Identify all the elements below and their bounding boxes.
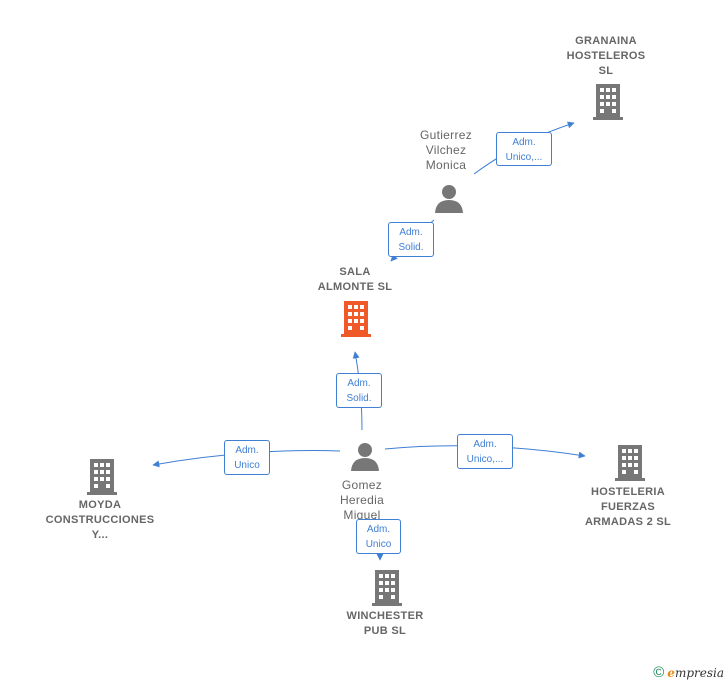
building-icon[interactable] bbox=[592, 84, 624, 120]
edge-label-line: Solid. bbox=[346, 393, 372, 404]
edge-label-line: Adm. bbox=[235, 445, 259, 456]
edge-label-gutierrez-granaina[interactable]: Adm. Unico,... bbox=[496, 132, 552, 166]
node-label-line: SL bbox=[598, 65, 614, 77]
node-label-line: Gomez bbox=[341, 478, 383, 492]
footer-brand[interactable]: ©empresia bbox=[653, 664, 724, 681]
edge-label-line: Unico bbox=[365, 539, 392, 550]
node-label: WINCHESTER PUB SL bbox=[335, 609, 435, 639]
edge-label-gomez-moyda[interactable]: Adm. Unico bbox=[224, 440, 270, 475]
node-label-line: SALA bbox=[339, 266, 371, 278]
edge-label-line: Adm. bbox=[347, 378, 371, 389]
edge-label-line: Solid. bbox=[398, 242, 424, 253]
edge-label-line: Adm. bbox=[512, 137, 536, 148]
building-icon[interactable] bbox=[614, 445, 646, 481]
node-label-line: ARMADAS 2 SL bbox=[584, 516, 672, 528]
node-gomez[interactable]: Gomez Heredia Miguel bbox=[312, 478, 412, 523]
node-label: HOSTELERIA FUERZAS ARMADAS 2 SL bbox=[572, 485, 684, 530]
building-icon[interactable] bbox=[86, 459, 118, 495]
node-label-line: CONSTRUCCIONES bbox=[45, 514, 155, 526]
edge-label-line: Adm. bbox=[473, 439, 497, 450]
brand-logo: empresia bbox=[667, 666, 724, 680]
node-label-line: FUERZAS bbox=[600, 501, 656, 513]
node-label-line: MOYDA bbox=[78, 499, 122, 511]
edge-label-gomez-winchester[interactable]: Adm. Unico bbox=[356, 519, 401, 554]
node-sala-almonte[interactable]: SALA ALMONTE SL bbox=[300, 265, 410, 295]
node-label: MOYDA CONSTRUCCIONES Y... bbox=[35, 498, 165, 543]
node-label-line: PUB SL bbox=[363, 625, 407, 637]
building-icon[interactable] bbox=[371, 570, 403, 606]
edge-label-line: Unico,... bbox=[466, 454, 504, 465]
edge-label-line: Adm. bbox=[399, 227, 423, 238]
node-label-line: Y... bbox=[91, 529, 109, 541]
node-label-line: HOSTELEROS bbox=[566, 50, 646, 62]
edge-label-line: Unico bbox=[234, 460, 260, 471]
node-label-line: Gutierrez bbox=[419, 128, 473, 142]
node-hosteleria[interactable]: HOSTELERIA FUERZAS ARMADAS 2 SL bbox=[572, 485, 684, 530]
node-gutierrez[interactable]: Gutierrez Vilchez Monica bbox=[396, 128, 496, 173]
edge-label-line: Unico,... bbox=[505, 152, 543, 163]
edge-label-gomez-sala[interactable]: Adm. Solid. bbox=[336, 373, 382, 408]
brand-initial: e bbox=[667, 666, 675, 680]
node-moyda[interactable]: MOYDA CONSTRUCCIONES Y... bbox=[35, 498, 165, 543]
node-label: Gomez Heredia Miguel bbox=[312, 478, 412, 523]
node-winchester[interactable]: WINCHESTER PUB SL bbox=[335, 609, 435, 639]
node-label-line: Miguel bbox=[343, 508, 381, 522]
node-label-line: Heredia bbox=[339, 493, 385, 507]
edge-label-gutierrez-sala[interactable]: Adm. Solid. bbox=[388, 222, 434, 257]
node-label-line: HOSTELERIA bbox=[591, 486, 665, 498]
edge-label-line: Adm. bbox=[366, 524, 391, 535]
node-label: GRANAINA HOSTELEROS SL bbox=[556, 34, 656, 79]
node-label-line: WINCHESTER bbox=[346, 610, 424, 622]
node-label-line: ALMONTE SL bbox=[317, 281, 393, 293]
node-label-line: Monica bbox=[425, 158, 467, 172]
brand-name: mpresia bbox=[674, 666, 724, 680]
node-label: SALA ALMONTE SL bbox=[300, 265, 410, 295]
person-icon[interactable] bbox=[350, 442, 380, 472]
edge-label-gomez-hosteleria[interactable]: Adm. Unico,... bbox=[457, 434, 513, 469]
node-label-line: Vilchez bbox=[425, 143, 467, 157]
node-granaina[interactable]: GRANAINA HOSTELEROS SL bbox=[556, 34, 656, 79]
node-label: Gutierrez Vilchez Monica bbox=[396, 128, 496, 173]
copyright-icon: © bbox=[653, 664, 665, 681]
node-label-line: GRANAINA bbox=[575, 35, 637, 47]
person-icon[interactable] bbox=[434, 184, 464, 214]
building-icon-highlighted[interactable] bbox=[340, 301, 372, 337]
